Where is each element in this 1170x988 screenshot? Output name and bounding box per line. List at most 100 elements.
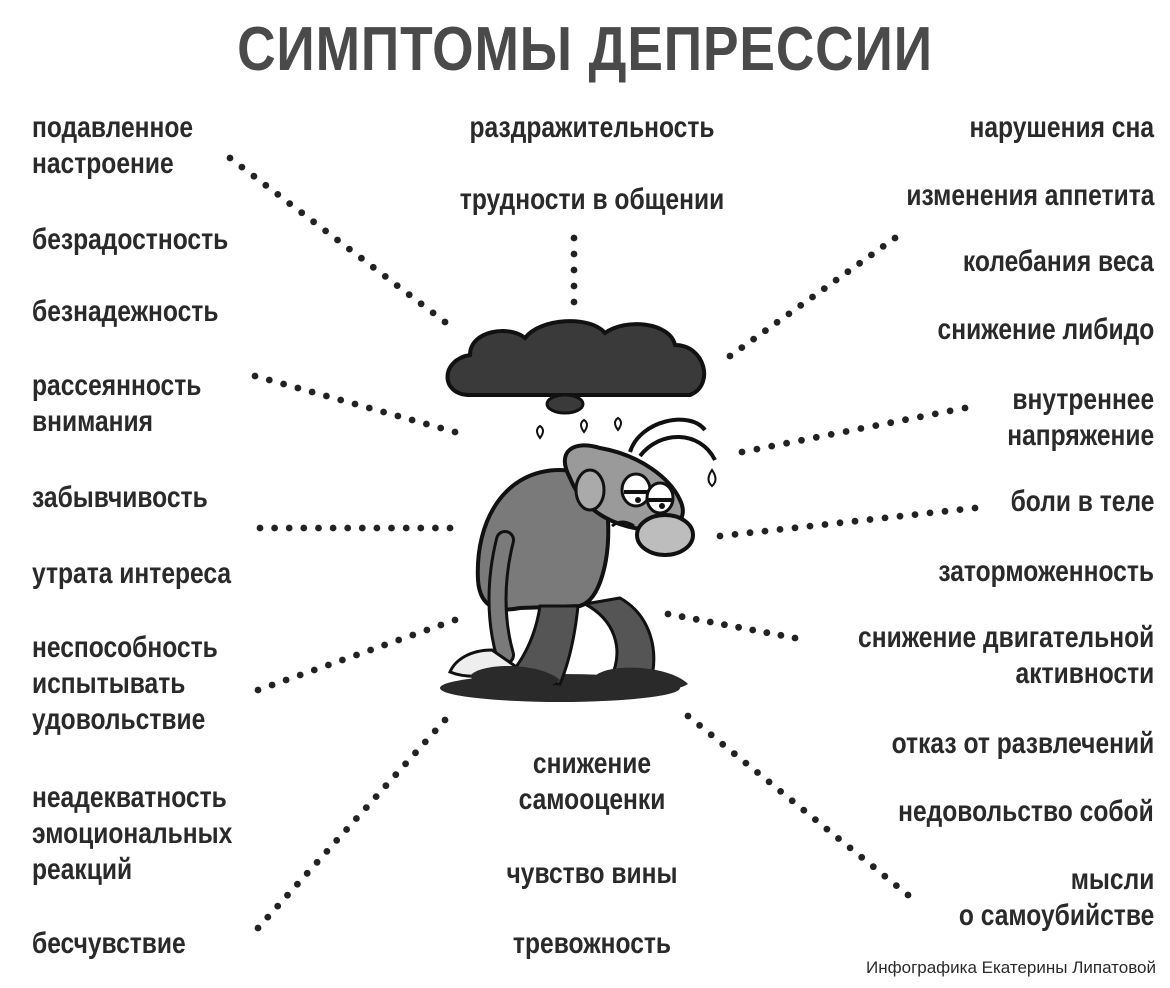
connector-dot	[271, 524, 278, 532]
connector-dot	[280, 380, 287, 388]
symptom-sleep-disorders: нарушения сна	[970, 110, 1155, 146]
connector-dot	[716, 532, 724, 540]
connector-dot	[570, 282, 578, 290]
connector-dot	[866, 516, 874, 523]
sad-character-icon	[440, 417, 717, 702]
connector-dot	[339, 656, 346, 664]
symptom-forgetfulness: забывчивость	[32, 480, 208, 516]
connector-dot	[812, 816, 819, 823]
connector-dot	[417, 524, 425, 532]
connector-dot	[777, 788, 784, 795]
symptom-appetite-changes: изменения аппетита	[906, 178, 1154, 214]
symptom-loss-of-interest: утрата интереса	[32, 556, 231, 592]
symptom-reduced-motor-activity: снижение двигательной активности	[858, 620, 1154, 692]
symptom-insensibility: бесчувствие	[32, 926, 186, 962]
connector-dot	[334, 236, 341, 244]
connector-dot	[809, 293, 816, 301]
connector-dot	[891, 234, 899, 242]
symptom-label: неспособность испытывать удовольствие	[32, 631, 218, 736]
connector-dot	[858, 853, 866, 861]
connector-dot	[451, 428, 459, 436]
connector-dot	[869, 863, 877, 871]
symptom-label: рассеянность внимания	[32, 369, 202, 438]
connector-dot	[315, 524, 322, 532]
connector-dot	[783, 439, 790, 447]
connector-dot	[421, 738, 429, 746]
page-title: СИМПТОМЫ ДЕПРЕССИИ	[237, 15, 933, 84]
connector-dot	[286, 200, 294, 208]
connector-dot	[296, 671, 304, 679]
credit-caption: Инфографика Екатерины Липатовой	[866, 958, 1156, 977]
symptom-label: снижение либидо	[937, 313, 1154, 346]
connector-dot	[753, 445, 761, 453]
connector-dot	[431, 727, 439, 735]
connector-dot	[441, 318, 449, 326]
symptom-low-self-esteem: снижение самооценки	[428, 746, 756, 818]
connector-dot	[797, 302, 805, 309]
connector-dot	[684, 712, 692, 720]
symptom-label: мысли о самоубийстве	[958, 863, 1154, 932]
connector-dot	[380, 408, 387, 416]
connector-dot	[726, 352, 734, 360]
symptom-self-dissatisfaction: недовольство собой	[898, 794, 1154, 830]
connector-dot	[402, 760, 409, 768]
connector-dot	[298, 209, 306, 217]
symptom-body-pain: боли в теле	[1010, 484, 1154, 520]
connector-dot	[788, 797, 796, 805]
connector-dot	[405, 291, 413, 299]
connector-dot	[409, 631, 417, 639]
connector-dot	[956, 506, 964, 513]
connector-dot	[322, 227, 329, 235]
connector-dot	[750, 335, 757, 343]
symptom-label: недовольство собой	[898, 795, 1154, 828]
symptom-label: безрадостность	[32, 223, 229, 256]
connector-dot	[351, 400, 359, 408]
connector-dot	[254, 924, 262, 932]
connector-dot	[264, 913, 272, 921]
connector-dot	[868, 251, 875, 259]
connector-dot	[362, 804, 370, 811]
connector-dot	[678, 613, 686, 621]
symptom-label: боли в теле	[1010, 485, 1154, 518]
connector-dot	[344, 524, 352, 532]
connector-dot	[392, 771, 400, 779]
connector-dot	[941, 507, 949, 515]
symptom-label: заторможенность	[938, 555, 1154, 588]
connector-dot	[842, 428, 850, 435]
connector-dot	[238, 163, 246, 171]
connector-dot	[310, 666, 318, 674]
connector-dot	[325, 661, 332, 669]
connector-dot	[806, 522, 814, 530]
connector-dot	[706, 618, 714, 626]
symptom-label: забывчивость	[32, 481, 208, 514]
rain-cloud-icon	[445, 319, 707, 440]
connector-dot	[250, 172, 258, 180]
connector-dot	[313, 858, 321, 866]
symptom-label: снижение двигательной активности	[857, 621, 1154, 690]
connector-dot	[872, 422, 880, 429]
connector-dot	[308, 388, 316, 396]
symptom-irritability: раздражительность	[428, 110, 756, 146]
connector-dot	[904, 891, 912, 899]
connector-dot	[423, 420, 430, 428]
connector-dot	[946, 407, 954, 415]
symptom-suicidal-thoughts: мысли о самоубийстве	[959, 862, 1154, 934]
symptom-label: раздражительность	[469, 111, 715, 144]
symptom-label: изменения аппетита	[906, 179, 1154, 212]
connector-dot	[382, 782, 390, 790]
connector-dot	[721, 621, 728, 629]
symptom-label: утрата интереса	[32, 557, 232, 590]
connector-dot	[754, 769, 761, 776]
connector-dot	[856, 259, 863, 267]
dotted-connectors	[226, 154, 979, 932]
connector-dot	[902, 416, 909, 424]
connector-dot	[393, 282, 401, 289]
connector-dot	[768, 442, 776, 450]
connector-dot	[798, 436, 805, 444]
symptom-label: нарушения сна	[969, 111, 1155, 144]
connector-dot	[917, 413, 924, 421]
connector-dot	[570, 266, 578, 274]
connector-dot	[429, 309, 437, 317]
connector-dot	[827, 431, 835, 438]
